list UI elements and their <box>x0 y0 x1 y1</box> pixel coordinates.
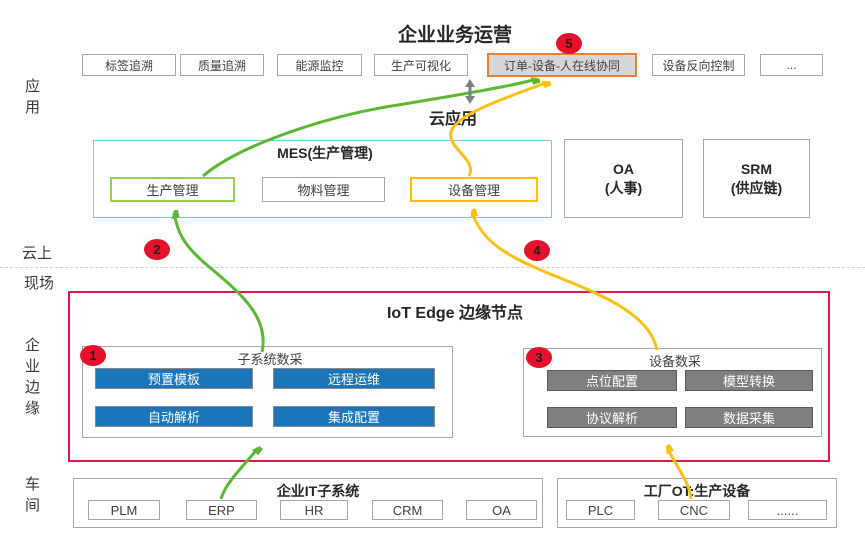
rail-label-application: 应用 <box>24 78 40 116</box>
device-btn-model-convert: 模型转换 <box>685 370 813 391</box>
app-box-order-device-collab: 订单-设备-人在线协同 <box>487 53 637 77</box>
subsystem-title: 子系统数采 <box>237 352 303 367</box>
cloud-app-label: 云应用 <box>428 111 477 128</box>
step-badge-5: 5 <box>556 33 582 54</box>
step-badge-2: 2 <box>144 239 170 260</box>
it-chip-erp: ERP <box>186 500 257 520</box>
subsystem-btn-remote-ops: 远程运维 <box>273 368 435 389</box>
subsystem-btn-auto-parse: 自动解析 <box>95 406 253 427</box>
iot-edge-title: IoT Edge 边缘节点 <box>386 305 523 322</box>
device-btn-protocol-parse: 协议解析 <box>547 407 677 428</box>
srm-box: SRM (供应链) <box>703 139 810 218</box>
ot-chip-cnc: CNC <box>658 500 730 520</box>
it-chip-plm: PLM <box>88 500 160 520</box>
app-box-more: ... <box>760 54 823 76</box>
rail-label-cloud: 云上 <box>22 245 53 262</box>
mes-module-production: 生产管理 <box>110 177 235 202</box>
oa-box: OA (人事) <box>564 139 683 218</box>
page-title: 企业业务运营 <box>397 25 512 46</box>
step-badge-4: 4 <box>524 240 550 261</box>
app-box-label-trace: 标签追溯 <box>82 54 176 76</box>
oa-subtitle: (人事) <box>604 179 643 196</box>
it-chip-hr: HR <box>280 500 348 520</box>
app-box-production-visual: 生产可视化 <box>374 54 468 76</box>
it-systems-title: 企业IT子系统 <box>276 483 360 499</box>
cloud-site-divider <box>0 267 865 268</box>
double-arrow-icon <box>465 79 475 104</box>
it-chip-oa: OA <box>466 500 537 520</box>
device-btn-data-collect: 数据采集 <box>685 407 813 428</box>
app-box-quality-trace: 质量追溯 <box>180 54 264 76</box>
rail-label-site: 现场 <box>24 275 55 292</box>
it-chip-crm: CRM <box>372 500 443 520</box>
oa-title: OA <box>613 161 634 178</box>
app-box-energy-monitor: 能源监控 <box>277 54 362 76</box>
rail-label-workshop: 车间 <box>24 476 40 514</box>
srm-subtitle: (供应链) <box>730 179 783 196</box>
device-title: 设备数采 <box>648 354 701 369</box>
step-badge-3: 3 <box>526 347 552 368</box>
mes-module-device: 设备管理 <box>410 177 538 202</box>
mes-module-material: 物料管理 <box>262 177 385 202</box>
ot-chip-more: ...... <box>748 500 827 520</box>
ot-chip-plc: PLC <box>566 500 635 520</box>
ot-devices-title: 工厂OT:生产设备 <box>643 483 751 499</box>
rail-label-enterprise-edge: 企业边缘 <box>24 337 40 417</box>
mes-title: MES(生产管理) <box>277 145 373 161</box>
device-btn-point-config: 点位配置 <box>547 370 677 391</box>
app-box-device-reverse-control: 设备反向控制 <box>652 54 745 76</box>
subsystem-btn-integration-config: 集成配置 <box>273 406 435 427</box>
subsystem-btn-preset-template: 预置模板 <box>95 368 253 389</box>
step-badge-1: 1 <box>80 345 106 366</box>
srm-title: SRM <box>740 161 773 178</box>
